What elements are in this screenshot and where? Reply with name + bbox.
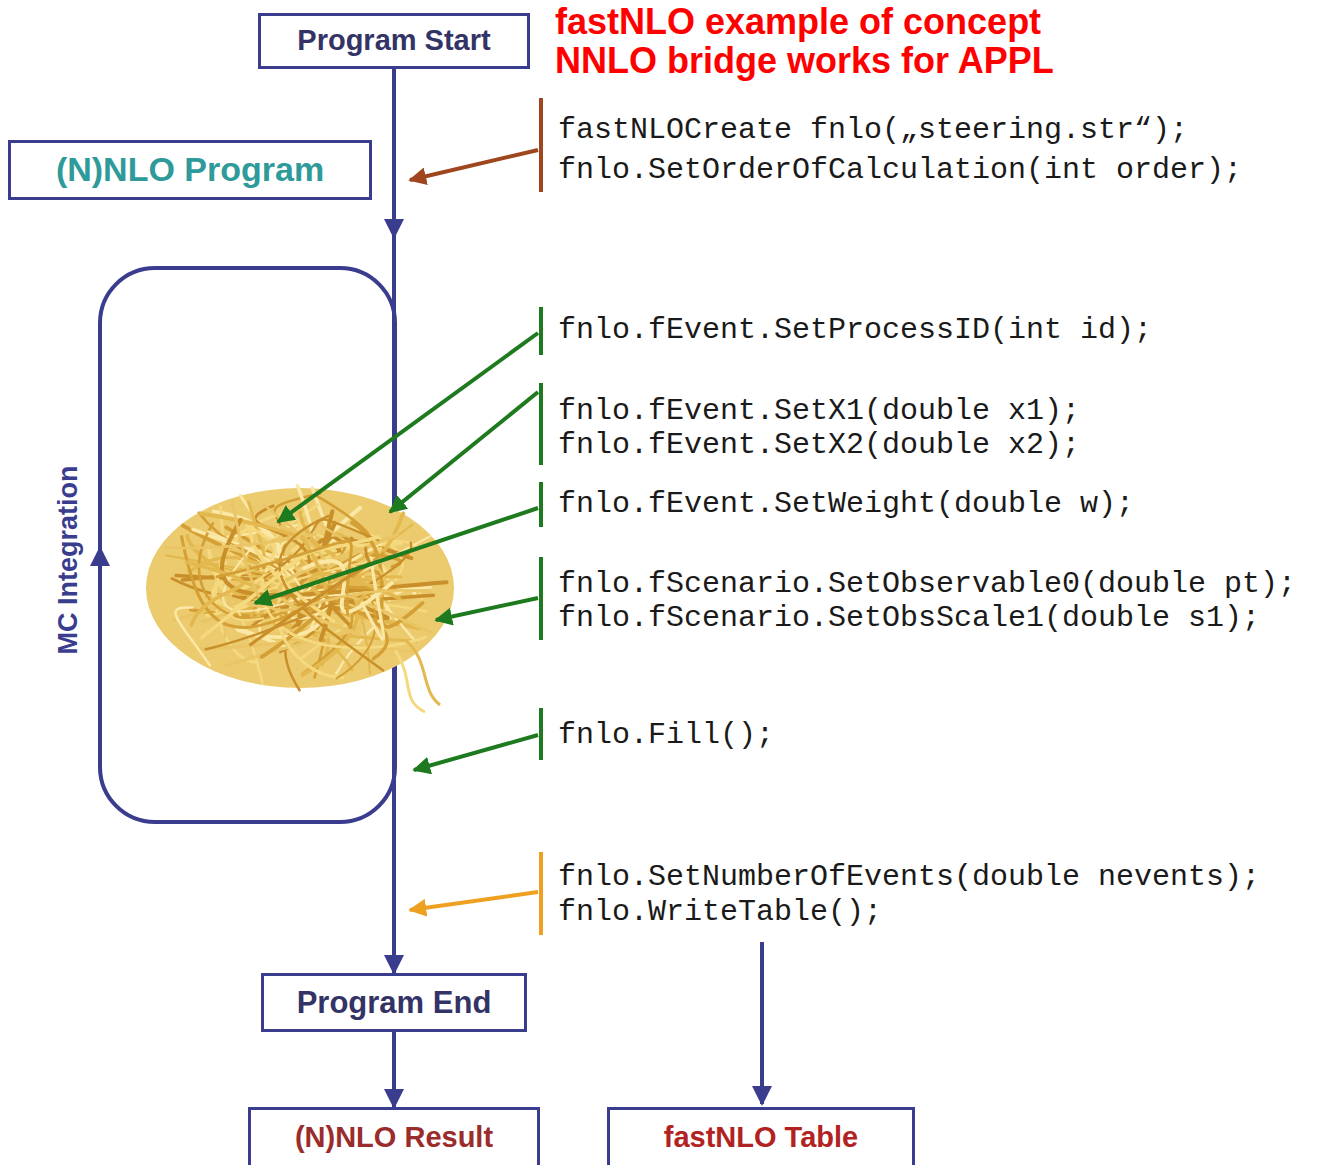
code-line: fastNLOCreate fnlo(„steering.str“);	[558, 113, 1188, 147]
flow-box: Program End	[261, 973, 527, 1032]
slide-title: fastNLO example of concept NNLO bridge w…	[555, 2, 1095, 80]
code-line: fnlo.SetNumberOfEvents(double nevents);	[558, 860, 1260, 894]
flow-box: (N)NLO Result	[248, 1107, 540, 1165]
code-line: fnlo.fScenario.SetObsScale1(double s1);	[558, 601, 1260, 635]
callout-arrow	[278, 333, 538, 522]
code-line: fnlo.SetOrderOfCalculation(int order);	[558, 153, 1242, 187]
flow-box: (N)NLO Program	[8, 140, 372, 200]
box-label: (N)NLO Result	[295, 1121, 493, 1154]
callout-arrow	[760, 942, 764, 1104]
code-line: fnlo.WriteTable();	[558, 895, 882, 929]
code-line: fnlo.fEvent.SetX1(double x1);	[558, 394, 1080, 428]
box-label: fastNLO Table	[664, 1121, 858, 1154]
bracket-bar	[539, 852, 543, 935]
bracket-bar	[539, 383, 543, 465]
loop-arrow	[98, 548, 102, 600]
code-line: fnlo.fScenario.SetObservable0(double pt)…	[558, 567, 1296, 601]
code-line: fnlo.Fill();	[558, 718, 774, 752]
box-label: (N)NLO Program	[56, 150, 324, 189]
box-label: Program End	[297, 985, 492, 1021]
bracket-bar	[539, 708, 543, 760]
integration-loop	[100, 268, 395, 822]
box-label: Program Start	[297, 24, 490, 57]
spaghetti-illustration	[146, 486, 454, 712]
callout-arrow	[390, 392, 538, 512]
code-line: fnlo.fEvent.SetX2(double x2);	[558, 428, 1080, 462]
callout-arrow	[436, 598, 538, 620]
callout-arrow	[255, 508, 538, 603]
flow-box: fastNLO Table	[607, 1107, 915, 1165]
code-line: fnlo.fEvent.SetProcessID(int id);	[558, 313, 1152, 347]
bracket-bar	[539, 482, 543, 527]
flow-box: Program Start	[258, 13, 530, 69]
bracket-bar	[539, 98, 543, 192]
bracket-bar	[539, 557, 543, 640]
flow-connector	[392, 1032, 396, 1107]
bracket-bar	[539, 307, 543, 355]
callout-arrow	[410, 150, 538, 180]
code-line: fnlo.fEvent.SetWeight(double w);	[558, 487, 1134, 521]
loop-label: MC Integration	[53, 466, 84, 655]
callout-arrow	[414, 735, 538, 770]
callout-arrow	[410, 892, 538, 910]
